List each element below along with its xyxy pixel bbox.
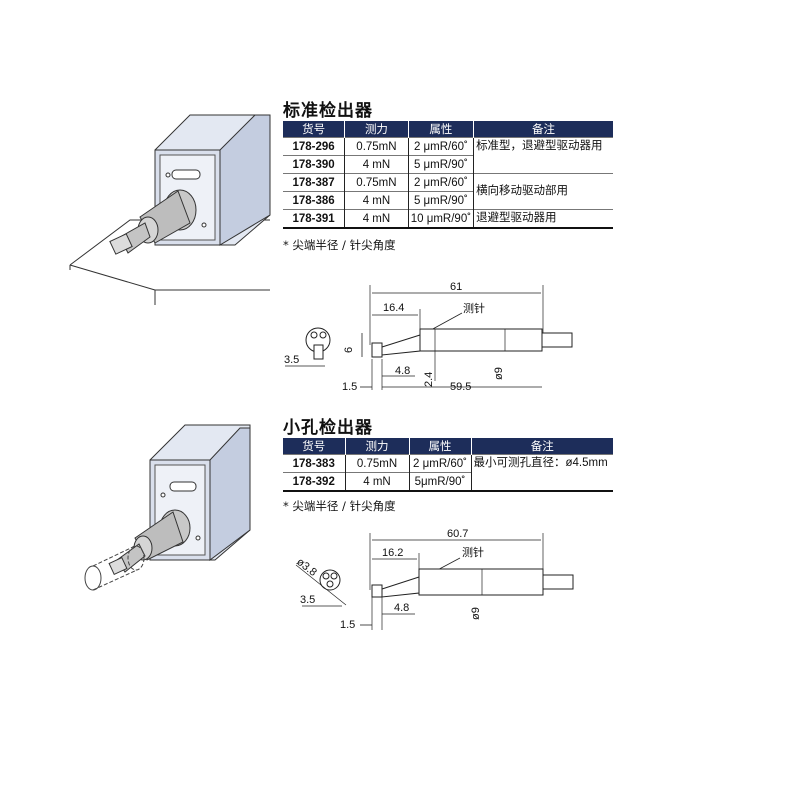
cell-force: 0.75mN xyxy=(344,454,409,473)
header-code: 货号 xyxy=(283,438,345,455)
cell-code: 178-383 xyxy=(283,454,345,473)
cell-code: 178-386 xyxy=(283,191,345,210)
dim-stylus-label: 测针 xyxy=(462,545,484,559)
table-row: 178-296 0.75mN 2 μmR/60˚ 标准型，退避型驱动器用 xyxy=(283,137,613,174)
section1-footnote: * 尖端半径 / 针尖角度 xyxy=(283,238,396,252)
dim-dia: ø9 xyxy=(470,607,482,620)
cell-attr: 5 μmR/90˚ xyxy=(407,191,474,210)
dim-tip-diameter: ø3.8 xyxy=(294,556,319,579)
cell-attr: 2 μmR/60˚ xyxy=(407,137,474,156)
dim-stylus-label: 测针 xyxy=(463,301,485,315)
cell-code: 178-391 xyxy=(283,209,345,229)
cell-code: 178-296 xyxy=(283,137,345,156)
cell-attr: 2 μmR/60˚ xyxy=(407,173,474,192)
cell-force: 4 mN xyxy=(344,155,409,174)
cell-force: 4 mN xyxy=(344,472,409,492)
section1-table: 货号 测力 属性 备注 178-296 0.75mN 2 μmR/60˚ 标准型… xyxy=(283,121,613,229)
dim-mid: 4.8 xyxy=(394,602,409,614)
header-attr: 属性 xyxy=(407,121,474,138)
cell-note: 退避型驱动器用 xyxy=(473,209,613,229)
cell-attr: 5μmR/90˚ xyxy=(408,472,471,492)
small-hole-detector-dimension-drawing: 60.7 16.2 测针 ø9 ø3.8 3.5 4.8 1.5 xyxy=(294,528,574,631)
table-row: 178-390 4 mN 5 μmR/90˚ xyxy=(283,155,613,174)
section2-footnote: * 尖端半径 / 针尖角度 xyxy=(283,499,396,513)
header-force: 测力 xyxy=(344,438,409,455)
cell-force: 4 mN xyxy=(344,191,409,210)
dim-offset: 16.4 xyxy=(383,302,404,314)
dim-total: 61 xyxy=(450,281,462,293)
dim-dia: ø9 xyxy=(493,367,505,380)
header-attr: 属性 xyxy=(408,438,471,455)
standard-detector-dimension-drawing: 61 16.4 测针 ø9 6 3.5 4.8 2.4 1.5 59.5 xyxy=(284,281,573,393)
cell-note: 横向移动驱动部用 xyxy=(473,173,613,210)
section1-title: 标准检出器 xyxy=(283,101,373,121)
cell-force: 0.75mN xyxy=(344,173,409,192)
cell-code: 178-392 xyxy=(283,472,345,492)
table-row: 178-387 0.75mN 2 μmR/60˚ 横向移动驱动部用 xyxy=(283,173,613,210)
dim-step: 2.4 xyxy=(423,372,435,387)
header-force: 测力 xyxy=(344,121,409,138)
dim-height: 6 xyxy=(343,347,355,353)
dim-total: 60.7 xyxy=(447,528,468,540)
dim-base: 1.5 xyxy=(342,381,357,393)
section2-table: 货号 测力 属性 备注 178-383 0.75mN 2 μmR/60˚ 最小可… xyxy=(283,438,613,492)
section2-title: 小孔检出器 xyxy=(283,418,373,438)
table-row: 178-392 4 mN 5μmR/90˚ xyxy=(283,472,613,492)
header-note: 备注 xyxy=(470,438,613,455)
dim-mid: 4.8 xyxy=(395,365,410,377)
table-row: 178-391 4 mN 10 μmR/90˚ 退避型驱动器用 xyxy=(283,209,613,229)
cell-attr: 5 μmR/90˚ xyxy=(407,155,474,174)
cell-force: 4 mN xyxy=(344,209,409,229)
table-header-row: 货号 测力 属性 备注 xyxy=(283,121,613,138)
dim-offset: 16.2 xyxy=(382,547,403,559)
table-row: 178-383 0.75mN 2 μmR/60˚ 最小可测孔直径：ø4.5mm xyxy=(283,454,613,492)
cell-attr: 10 μmR/90˚ xyxy=(407,209,474,229)
table-header-row: 货号 测力 属性 备注 xyxy=(283,438,613,455)
dim-tip-width: 3.5 xyxy=(284,354,299,366)
standard-detector-illustration xyxy=(69,114,271,305)
cell-note: 标准型，退避型驱动器用 xyxy=(473,137,613,174)
table-row: 178-386 4 mN 5 μmR/90˚ xyxy=(283,191,613,210)
dim-length: 59.5 xyxy=(450,381,471,393)
small-hole-detector-illustration xyxy=(84,424,251,591)
header-note: 备注 xyxy=(473,121,613,138)
cell-code: 178-390 xyxy=(283,155,345,174)
cell-note: 最小可测孔直径：ø4.5mm xyxy=(470,454,613,492)
dim-tip-width: 3.5 xyxy=(300,594,315,606)
cell-attr: 2 μmR/60˚ xyxy=(408,454,471,473)
cell-force: 0.75mN xyxy=(344,137,409,156)
header-code: 货号 xyxy=(283,121,345,138)
cell-code: 178-387 xyxy=(283,173,345,192)
dim-base: 1.5 xyxy=(340,619,355,631)
